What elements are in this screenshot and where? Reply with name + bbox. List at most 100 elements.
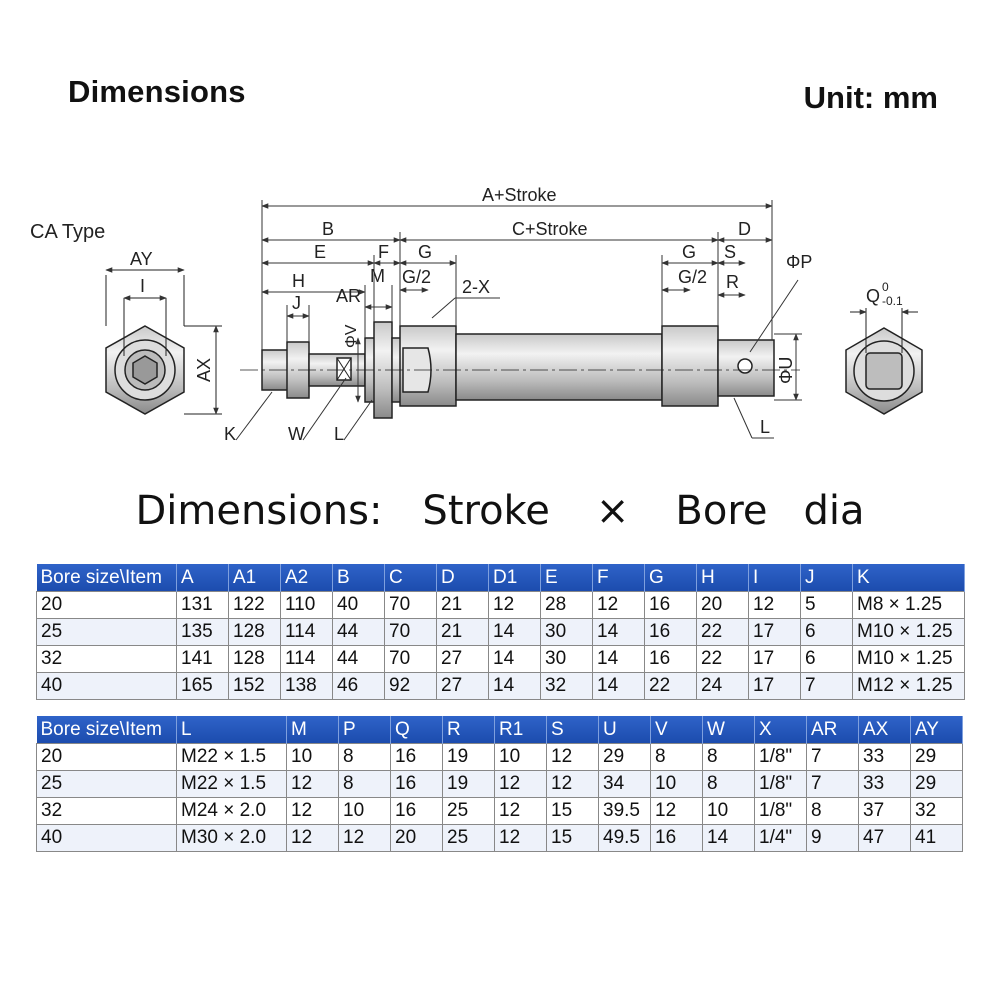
table-cell: M30 × 2.0 [176,824,287,852]
table-cell: 138 [280,672,333,700]
table-cell: 27 [436,645,489,673]
table-header-cell: A1 [228,564,281,592]
subtitle-line: Dimensions: Stroke × Bore dia [0,488,1000,534]
table-cell: 14 [488,645,541,673]
table-cell: 70 [384,645,437,673]
right-end-view [845,308,923,415]
table-cell: 39.5 [598,797,651,825]
table-cell: 114 [280,645,333,673]
type-label: CA Type [30,221,105,243]
table-cell: 22 [644,672,697,700]
table-cell: 70 [384,618,437,646]
table-cell: 33 [858,770,911,798]
table-cell: M24 × 2.0 [176,797,287,825]
table-cell: M10 × 1.25 [852,618,965,646]
label-q-tol-upper: 0 [882,280,889,294]
subtitle-dimensions: Dimensions: [135,488,383,534]
table-cell: 128 [228,645,281,673]
table-cell: 7 [800,672,853,700]
table-cell: 22 [696,618,749,646]
table-cell: 8 [806,797,859,825]
label-s: S [724,242,736,262]
label-g-right: G [682,242,696,262]
table-cell: 30 [540,645,593,673]
table-header-cell: E [540,564,593,592]
label-e: E [314,242,326,262]
table-header-cell: D1 [488,564,541,592]
table-cell: M10 × 1.25 [852,645,965,673]
table-cell: 19 [442,743,495,771]
table-cell: 152 [228,672,281,700]
subtitle-bore: Bore [675,488,768,534]
label-ax: AX [194,358,214,382]
table-cell: 12 [748,591,801,619]
table-header-cell: U [598,716,651,744]
table-cell: 17 [748,618,801,646]
table-cell: 12 [286,797,339,825]
table-header-cell: G [644,564,697,592]
label-q: Q [866,286,880,306]
unit-label: Unit: mm [803,80,938,115]
table-cell: 19 [442,770,495,798]
table-cell: 12 [494,824,547,852]
label-w: W [288,424,305,444]
table-cell: 122 [228,591,281,619]
cylinder-side-view [240,321,800,419]
table-cell: 44 [332,618,385,646]
label-ar: AR [336,286,361,306]
table-cell: 70 [384,591,437,619]
table-cell: 29 [910,743,963,771]
table-cell: 6 [800,618,853,646]
cylinder-dimension-drawing: CA Type AY I AX [30,185,923,444]
table-cell: 32 [36,645,177,673]
table-cell: 37 [858,797,911,825]
table-cell: 7 [806,743,859,771]
table-cell: 92 [384,672,437,700]
label-l-left: L [334,424,344,444]
table-cell: 135 [176,618,229,646]
table-cell: 30 [540,618,593,646]
table-cell: 12 [494,797,547,825]
label-c-stroke: C+Stroke [512,219,588,239]
table-cell: 9 [806,824,859,852]
table-cell: 14 [592,672,645,700]
table-cell: 20 [36,743,177,771]
table-header-cell: R [442,716,495,744]
table-cell: 40 [36,824,177,852]
table-header-cell: AR [806,716,859,744]
label-f: F [378,242,389,262]
table-cell: 12 [546,743,599,771]
table-cell: 8 [650,743,703,771]
table-cell: M12 × 1.25 [852,672,965,700]
table-cell: M22 × 1.5 [176,770,287,798]
label-g-left: G [418,242,432,262]
table-cell: 14 [592,618,645,646]
table-cell: 14 [488,618,541,646]
table-cell: M8 × 1.25 [852,591,965,619]
label-q-tol-lower: -0.1 [882,294,903,308]
table-cell: 16 [390,770,443,798]
label-x: 2-X [462,277,490,297]
table-cell: 17 [748,672,801,700]
table-cell: 21 [436,618,489,646]
table-header-cell: K [852,564,965,592]
table-cell: 20 [36,591,177,619]
table-cell: 10 [650,770,703,798]
label-u: ΦU [776,357,796,384]
table-header-cell: Bore size\Item [36,564,177,592]
table-header-cell: C [384,564,437,592]
table-header-cell: X [754,716,807,744]
table-cell: 1/8" [754,797,807,825]
table-cell: 1/8" [754,770,807,798]
table-header-cell: I [748,564,801,592]
page-title: Dimensions [68,74,246,109]
table-cell: 8 [702,743,755,771]
table-header-cell: D [436,564,489,592]
label-g-half-right: G/2 [678,267,707,287]
